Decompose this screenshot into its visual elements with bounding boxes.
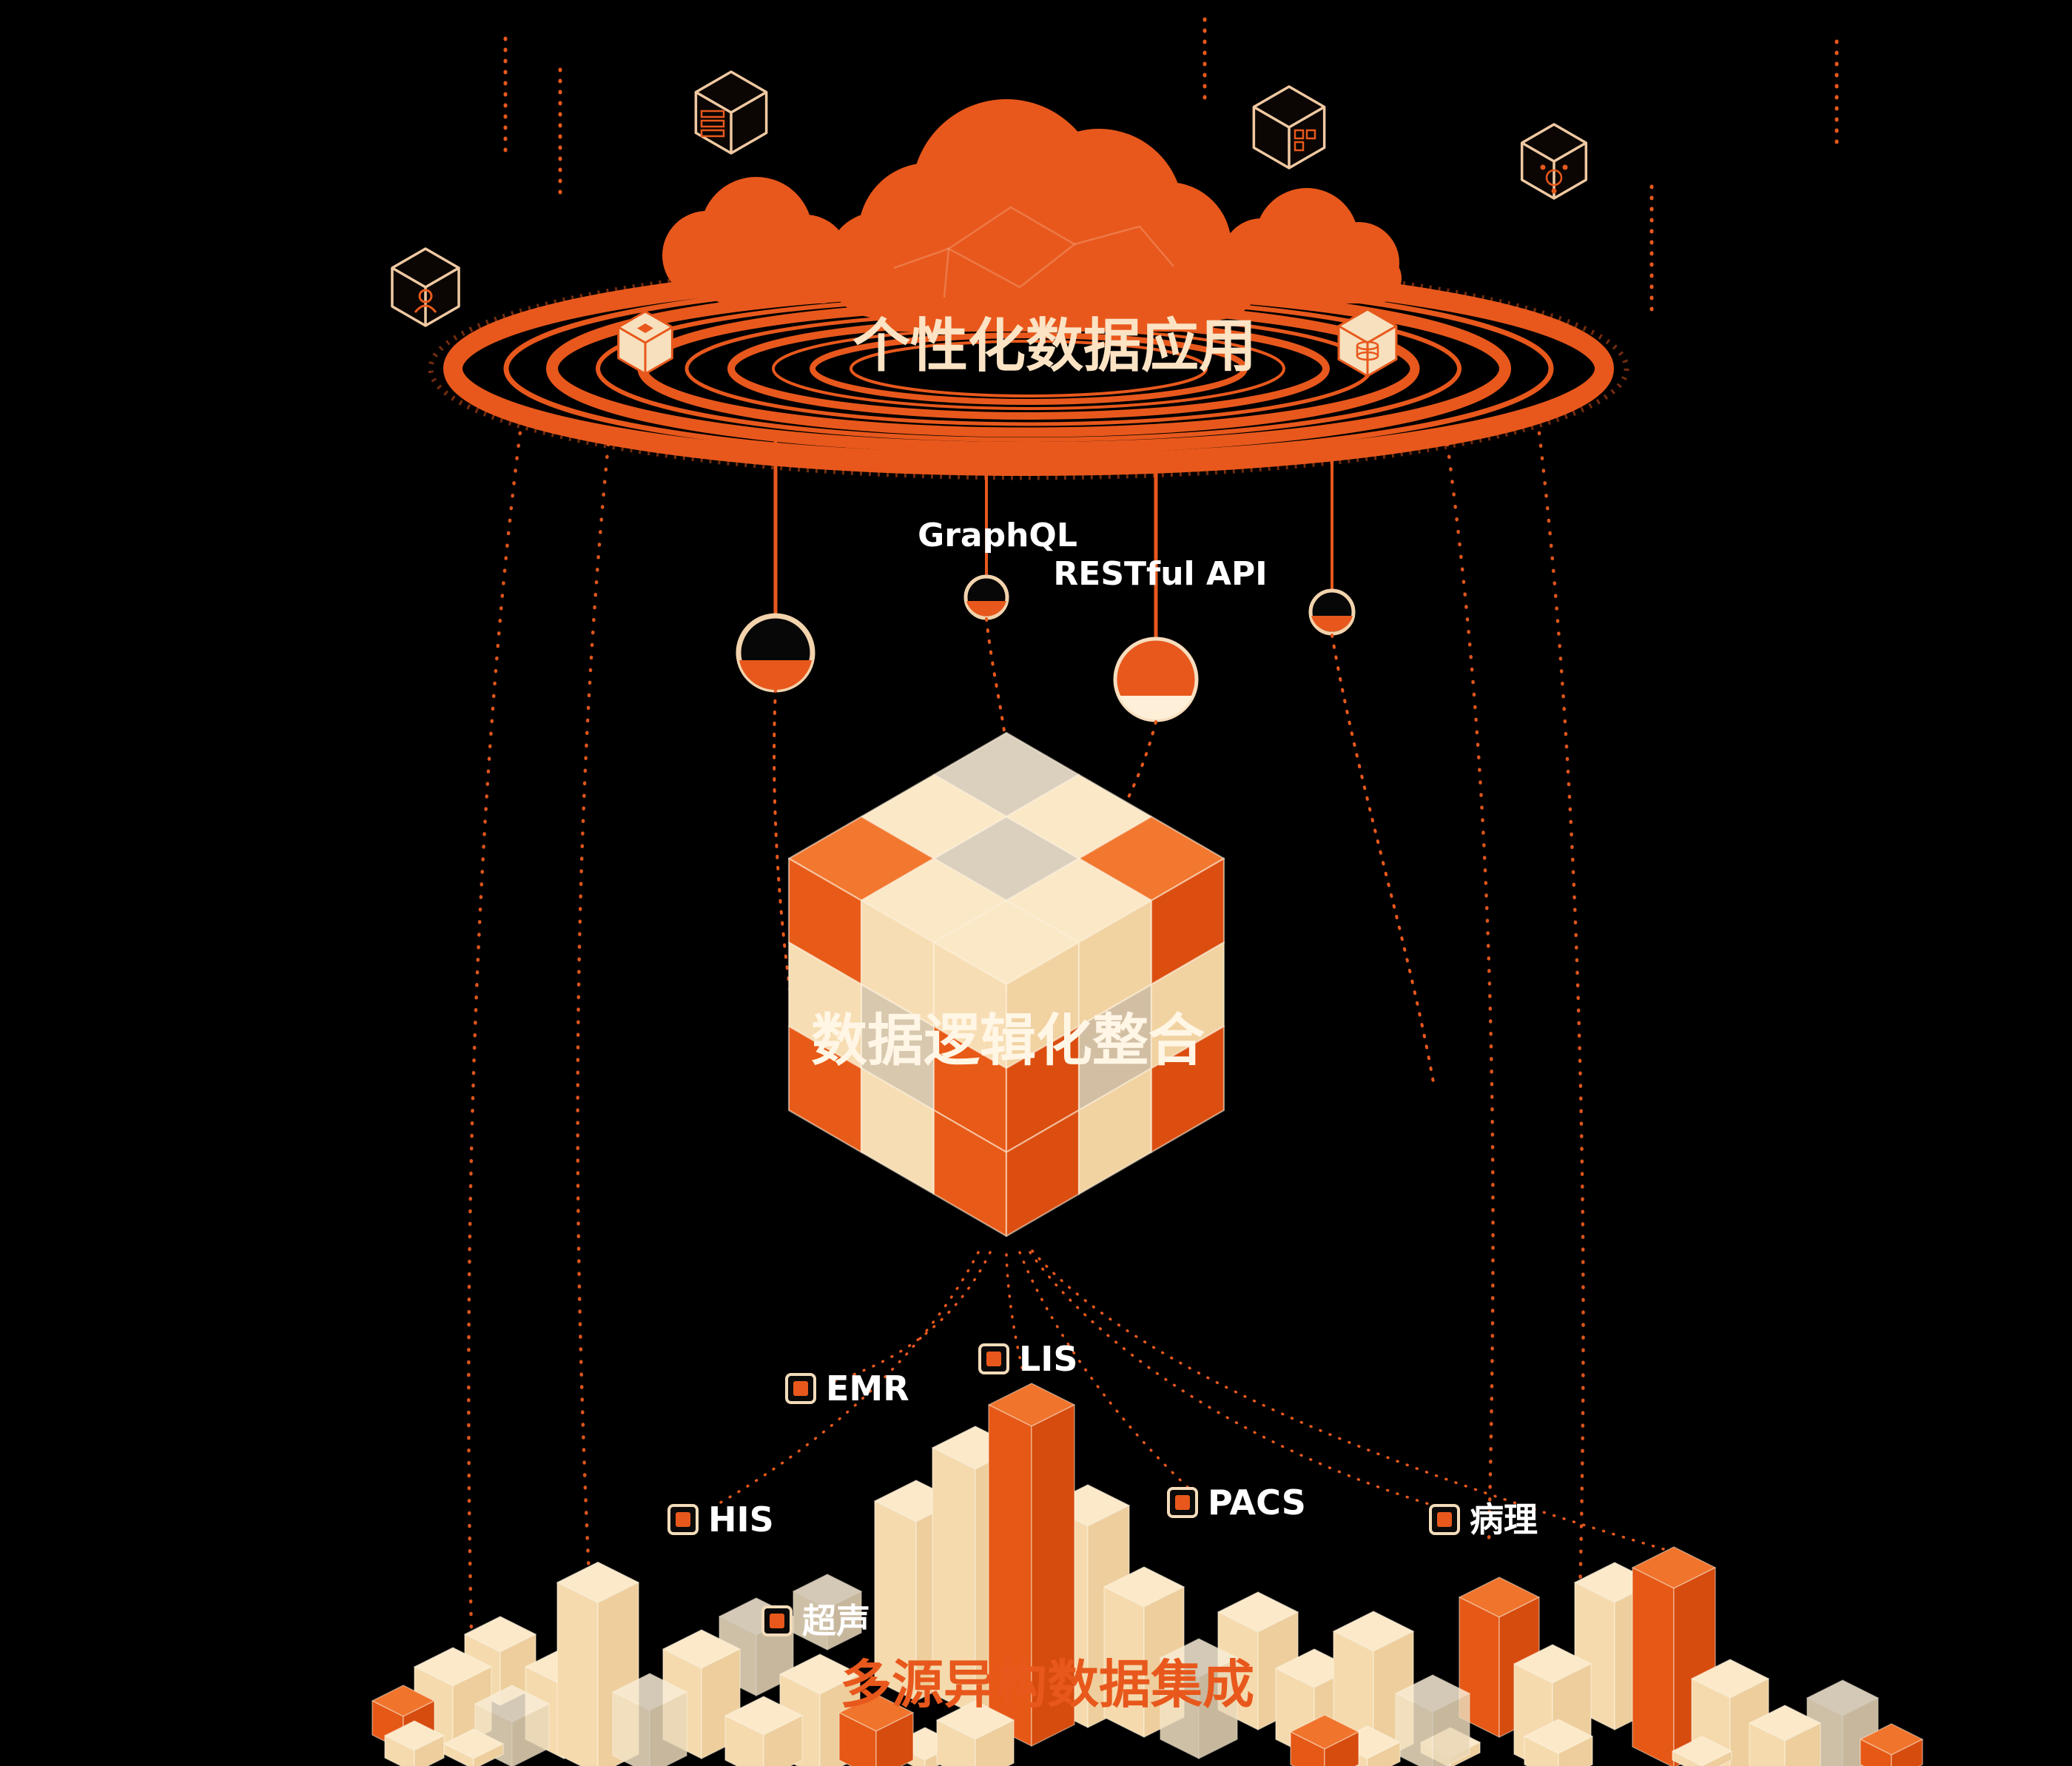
- source-tag-label: EMR: [826, 1369, 909, 1409]
- source-tag-label: 超声: [802, 1601, 870, 1641]
- data-bar: [1672, 1736, 1732, 1766]
- source-tag-label: LIS: [1019, 1339, 1078, 1379]
- data-bar: [936, 1700, 1015, 1766]
- source-tag-label: HIS: [708, 1500, 774, 1540]
- data-bar: [1160, 1638, 1238, 1759]
- database-cube-icon: [1337, 308, 1398, 377]
- source-tag: EMR: [785, 1369, 909, 1409]
- data-bar: [988, 1383, 1075, 1747]
- sources-layer-title: 多源异构数据集成: [840, 1654, 1254, 1715]
- source-tag: 病理: [1429, 1500, 1538, 1540]
- data-bar: [612, 1673, 687, 1766]
- data-bar: [443, 1728, 504, 1766]
- data-source-city: [371, 1383, 1923, 1766]
- source-tag: HIS: [667, 1500, 774, 1540]
- graphql-label: GraphQL: [918, 517, 1077, 554]
- data-bar: [384, 1720, 445, 1766]
- source-tag: PACS: [1167, 1483, 1306, 1522]
- restful-api-label: RESTful API: [1053, 555, 1267, 593]
- source-tag: LIS: [978, 1339, 1078, 1379]
- source-tags: EMR LIS HIS 超声 PACS 病理: [667, 1339, 1538, 1641]
- source-tag-label: 病理: [1470, 1500, 1538, 1540]
- grid-cube-icon: [1252, 85, 1326, 169]
- source-tag: 超声: [761, 1601, 870, 1641]
- integration-cube: [787, 731, 1225, 1238]
- data-bar: [1290, 1714, 1359, 1766]
- app-layer-title: 个性化数据应用: [852, 313, 1257, 380]
- floating-cube-icons: [391, 70, 1588, 377]
- fan-connectors: [713, 1249, 1670, 1552]
- data-bar: [1749, 1705, 1821, 1766]
- source-tag-label: PACS: [1208, 1483, 1306, 1522]
- package-cube-icon: [617, 310, 673, 375]
- data-bar: [838, 1693, 914, 1766]
- data-bar: [1395, 1674, 1470, 1766]
- server-cube-icon: [694, 70, 768, 155]
- integration-layer-title: 数据逻辑化整合: [811, 1007, 1205, 1073]
- data-bar: [1524, 1719, 1593, 1766]
- data-bar: [724, 1696, 803, 1766]
- api-connectors: [736, 433, 1436, 1088]
- dotted-guides: [467, 17, 1839, 1764]
- data-bar: [1860, 1723, 1923, 1766]
- cloud-cluster: [662, 99, 1402, 332]
- network-cube-icon: [1520, 123, 1588, 200]
- user-cube-icon: [391, 247, 460, 327]
